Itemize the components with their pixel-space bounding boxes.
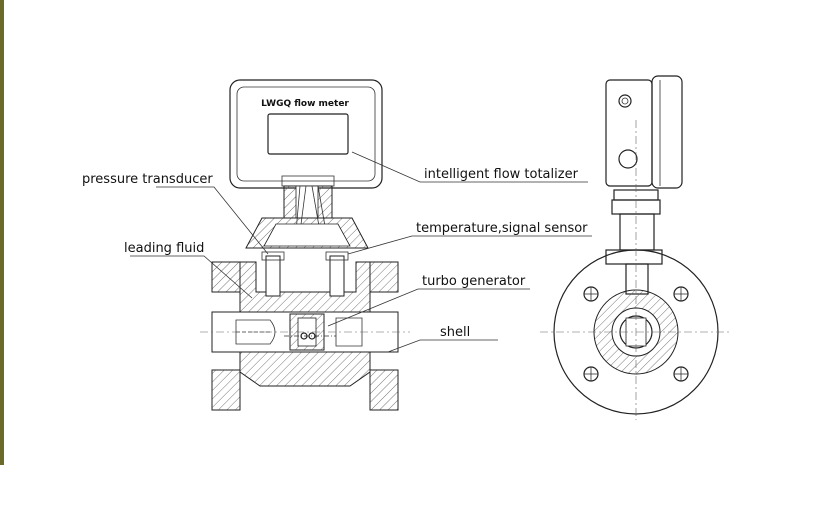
leader-lines bbox=[130, 151, 592, 353]
label-shell: shell bbox=[440, 325, 470, 340]
label-leading-fluid: leading fluid bbox=[124, 241, 204, 256]
display-window bbox=[267, 113, 349, 155]
display-head: LWGQ flow meter bbox=[229, 79, 383, 189]
left-frame-bar bbox=[0, 0, 4, 465]
label-turbo-generator: turbo generator bbox=[422, 274, 526, 289]
label-intelligent-flow-totalizer: intelligent flow totalizer bbox=[424, 167, 579, 182]
pipe-body bbox=[200, 251, 410, 411]
label-temperature-signal-sensor: temperature,signal sensor bbox=[416, 221, 588, 236]
side-view bbox=[540, 75, 732, 420]
meter-title: LWGQ flow meter bbox=[261, 99, 349, 109]
label-pressure-transducer: pressure transducer bbox=[82, 172, 213, 187]
screw-icon bbox=[618, 94, 632, 108]
neck-connector bbox=[245, 175, 369, 249]
